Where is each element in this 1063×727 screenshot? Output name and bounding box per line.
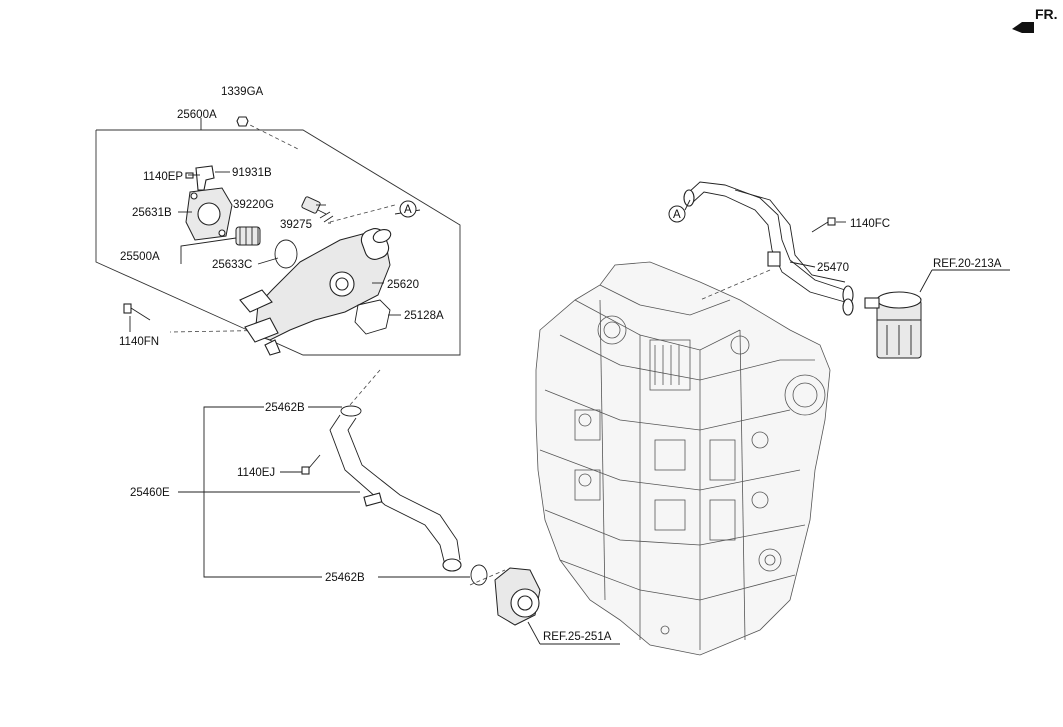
clip-39275 — [319, 211, 334, 223]
label-1339ga: 1339GA — [221, 86, 264, 98]
label-1140fn: 1140FN — [119, 336, 159, 348]
oring-25462b-top — [340, 405, 362, 417]
gasket-plate-25631b — [185, 187, 233, 241]
label-39220g: 39220G — [233, 199, 274, 211]
label-25470: 25470 — [817, 262, 849, 274]
label-25462b-top: 25462B — [265, 402, 305, 414]
oil-filter-cooler-ref — [864, 291, 922, 359]
label-25460e: 25460E — [130, 487, 170, 499]
connector-marker-a-left: A — [399, 200, 417, 218]
marker-a-right-label: A — [673, 209, 681, 221]
bolt-1140fc — [811, 217, 836, 233]
bolt-1339ga — [236, 116, 249, 127]
water-pump-ref — [494, 567, 541, 626]
label-25128a: 25128A — [404, 310, 444, 322]
dashed-leader-lines — [169, 121, 771, 586]
front-direction-indicator: FR. — [1012, 6, 1058, 33]
label-25500a: 25500A — [120, 251, 160, 263]
label-25600a: 25600A — [177, 109, 217, 121]
label-25462b-bottom: 25462B — [325, 572, 365, 584]
label-25633c: 25633C — [212, 259, 252, 271]
label-ref-25-251a: REF.25-251A — [543, 631, 612, 643]
front-direction-label: FR. — [1035, 6, 1058, 22]
temperature-sensor-39220g — [301, 196, 327, 215]
marker-a-left-label: A — [404, 204, 412, 216]
label-25620: 25620 — [387, 279, 419, 291]
hose-assembly-25470 — [683, 181, 854, 316]
gasket-25128a — [354, 299, 391, 335]
label-91931b: 91931B — [232, 167, 272, 179]
bolt-1140ej — [301, 454, 321, 475]
thermostat-25500a — [235, 226, 261, 246]
label-1140fc: 1140FC — [850, 218, 890, 230]
label-25631b: 25631B — [132, 207, 172, 219]
water-outlet-housing-25620 — [239, 228, 392, 356]
connector-marker-a-right: A — [668, 199, 691, 223]
label-1140ej: 1140EJ — [237, 467, 275, 479]
oring-25462b-bottom — [470, 564, 488, 586]
bracket-91931b — [195, 165, 215, 191]
callout-leader-lines — [129, 171, 1010, 645]
label-1140ep: 1140EP — [143, 171, 183, 183]
label-ref-20-213a: REF.20-213A — [933, 258, 1002, 270]
thermostat-housing-group-box — [95, 118, 461, 356]
callout-labels: 1339GA 25600A 1140EP 91931B 25631B 39220… — [119, 86, 1002, 643]
front-arrow-icon — [1012, 22, 1034, 33]
oring-25633c — [274, 239, 298, 269]
engine-block-illustration — [535, 261, 831, 656]
label-39275: 39275 — [280, 219, 312, 231]
bolt-1140fn — [123, 303, 151, 321]
water-pipe-25460e — [329, 414, 462, 572]
